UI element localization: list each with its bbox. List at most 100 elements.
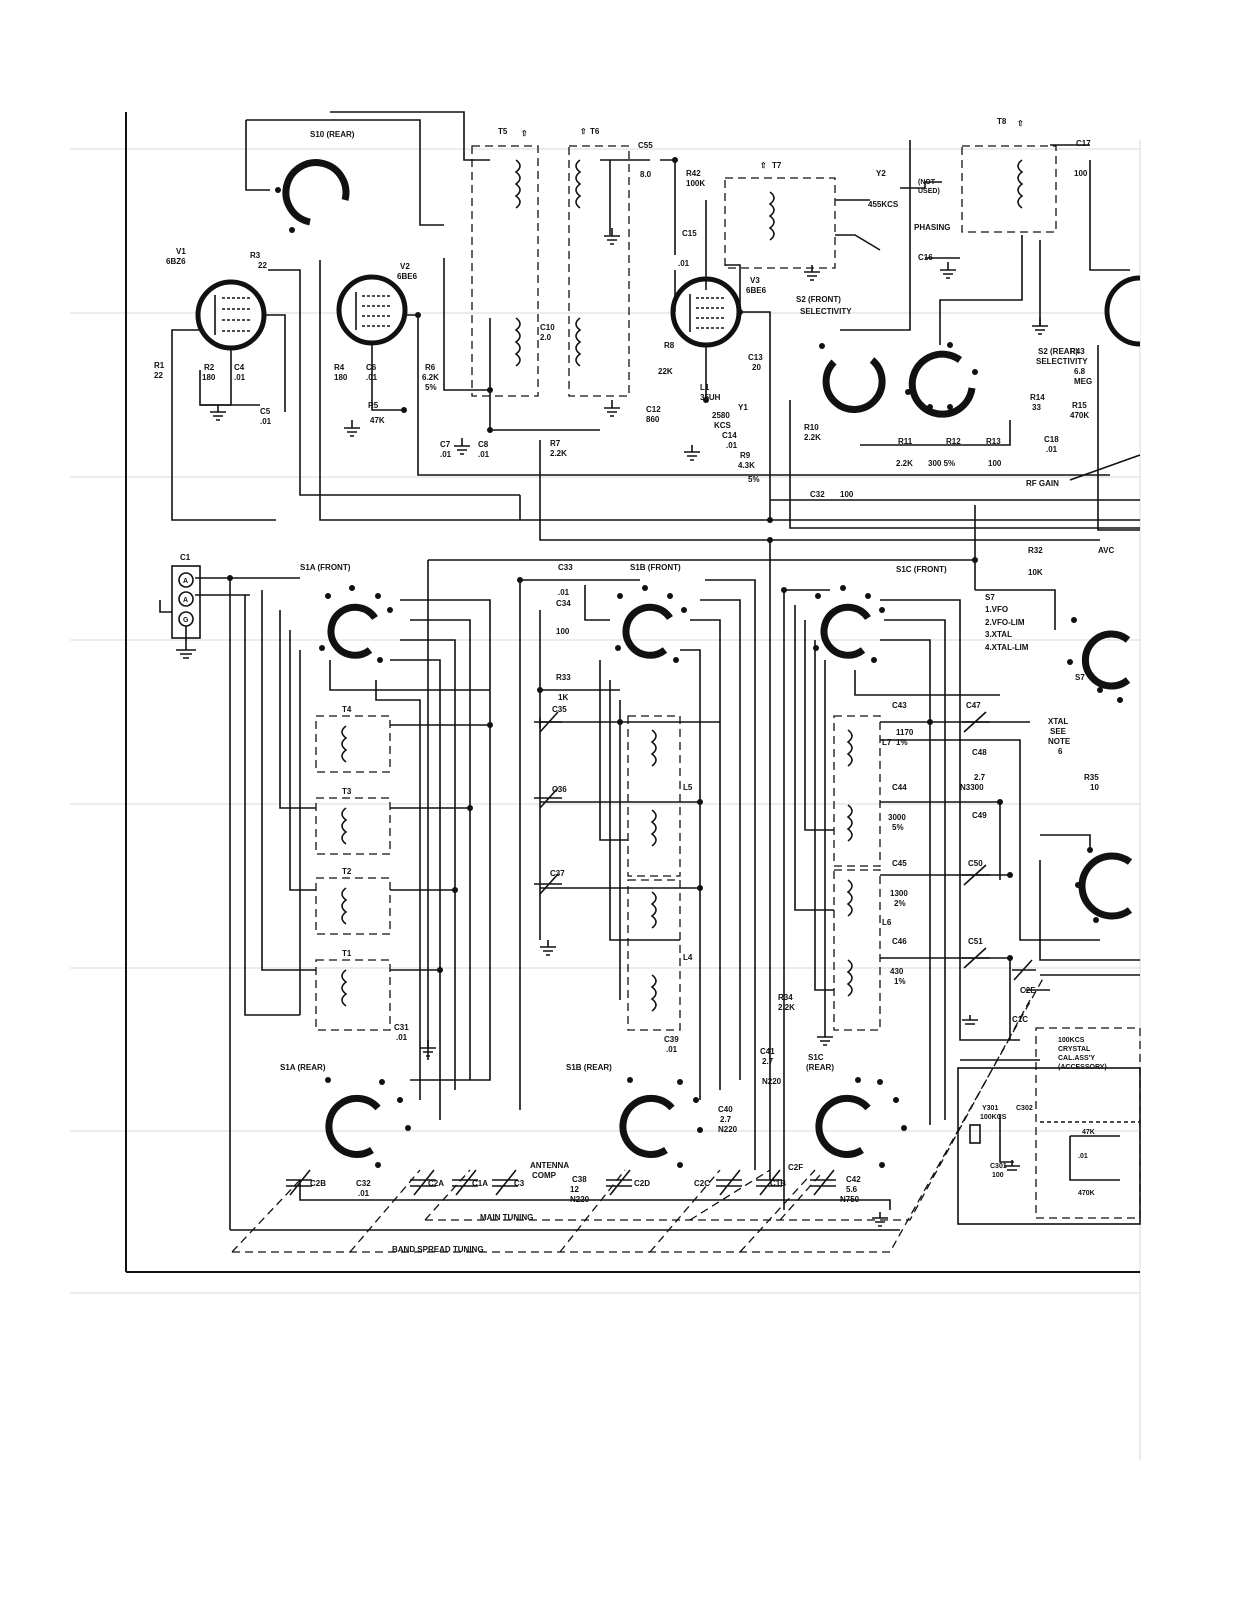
c10-val: 2.0: [540, 333, 552, 342]
c3-label: C3: [514, 1179, 525, 1188]
l7-label: L7: [882, 738, 892, 747]
y2-val: 455KCS: [868, 200, 899, 209]
t6-slug-icon: ⇧: [580, 127, 587, 136]
c15-ref: C15: [682, 229, 697, 238]
crystal-cal-assembly: 100KCS CRYSTAL CAL.ASS'Y (ACCESSORY) Y30…: [957, 1027, 1141, 1225]
r11-val: 2.2K: [896, 459, 913, 468]
r43-ref: R43: [1070, 347, 1085, 356]
r10-ref: R10: [804, 423, 819, 432]
coil-box-t1: T1: [315, 949, 391, 1031]
c2b-label: C2B: [310, 1179, 326, 1188]
c8-val: .01: [478, 450, 490, 459]
middle-wiring: [195, 540, 1140, 1231]
y1-ref: Y1: [738, 403, 748, 412]
c40-tc: N220: [718, 1125, 738, 1134]
r10-val: 2.2K: [804, 433, 821, 442]
c5-ref: C5: [260, 407, 271, 416]
c13-ref: C13: [748, 353, 763, 362]
c46-tol: 1%: [894, 977, 906, 986]
ant-a2-label: A: [183, 597, 188, 604]
c5-val: .01: [260, 417, 272, 426]
s1c-rear-label-1: S1C: [808, 1053, 824, 1062]
t7-slug-icon: ⇧: [760, 161, 767, 170]
coil-box-t3: T3: [315, 787, 391, 855]
switch-s7-rear-wafer: [1075, 847, 1133, 923]
c14-val: .01: [726, 441, 738, 450]
c1c-label: C1C: [1012, 1015, 1028, 1024]
c44-tol: 5%: [892, 823, 904, 832]
l1-val: 35UH: [700, 393, 721, 402]
c302-label: C302: [1016, 1105, 1033, 1112]
v3-ref: V3: [750, 276, 760, 285]
switch-s2-rear: S2 (REAR) SELECTIVITY: [905, 342, 1088, 418]
component-labels: R3 22 R1 22 R2 180 C4 .01 C5 .01 R4 180 …: [154, 139, 1115, 1254]
t5-slug-icon: ⇧: [521, 129, 528, 138]
transformer-t6-box: ⇧ T6: [568, 127, 630, 397]
r11-ref: R11: [898, 437, 913, 446]
tube-v3: V3 6BE6: [670, 276, 767, 348]
c55-val: 8.0: [640, 170, 652, 179]
c32a-val: 100: [840, 490, 854, 499]
s7-opt-2: 2.VFO-LIM: [985, 618, 1025, 627]
c41-ref: C41: [760, 1047, 775, 1056]
r15-ref: R15: [1072, 401, 1087, 410]
c48-val: 2.7: [974, 773, 986, 782]
coil-box-l6: L6: [833, 869, 892, 1031]
c40-val: 2.7: [720, 1115, 732, 1124]
t5-label: T5: [498, 127, 508, 136]
c48-tc: N3300: [960, 783, 984, 792]
r13-val: 100: [988, 459, 1002, 468]
phasing-label: PHASING: [914, 223, 950, 232]
c12-ref: C12: [646, 405, 661, 414]
cal-line-2: CRYSTAL: [1058, 1046, 1091, 1053]
c33-ref: C33: [558, 563, 573, 572]
t1-label: T1: [342, 949, 352, 958]
t8-slug-icon: ⇧: [1017, 119, 1024, 128]
y301-ref: Y301: [982, 1105, 998, 1112]
t4-label: T4: [342, 705, 352, 714]
coil-box-l5: L5: [627, 715, 693, 877]
c17-ref: C17: [1076, 139, 1091, 148]
r8-val: 22K: [658, 367, 673, 376]
y1-val: 2580: [712, 411, 730, 420]
c49-label: C49: [972, 811, 987, 820]
tube-v2: V2 6BE6: [336, 262, 418, 346]
c43-ref: C43: [892, 701, 907, 710]
v1-type: 6BZ6: [166, 257, 186, 266]
c12-val: 860: [646, 415, 660, 424]
transformer-t5-box: T5 ⇧: [471, 127, 539, 397]
c4-val: .01: [234, 373, 246, 382]
c45-tol: 2%: [894, 899, 906, 908]
xtal-4: 6: [1058, 747, 1063, 756]
r12-ref: R12: [946, 437, 961, 446]
s1b-rear-label: S1B (REAR): [566, 1063, 612, 1072]
c42-ref: C42: [846, 1175, 861, 1184]
xtal-3: NOTE: [1048, 737, 1071, 746]
r9-tol: 5%: [748, 475, 760, 484]
tube-v1: V1 6BZ6: [166, 247, 267, 351]
c38-tc: N220: [570, 1195, 590, 1204]
c13-val: 20: [752, 363, 761, 372]
c36-label: C36: [552, 785, 567, 794]
r32-ref: R32: [1028, 546, 1043, 555]
s7-label-2: S7: [1075, 673, 1085, 682]
top-wiring: [171, 111, 1141, 590]
ant-a-label: A: [183, 578, 188, 585]
t6-label: T6: [590, 127, 600, 136]
t7-label: T7: [772, 161, 782, 170]
r4-ref: R4: [334, 363, 345, 372]
s1b-front-label: S1B (FRONT): [630, 563, 681, 572]
ant-g-label: G: [183, 617, 189, 624]
switch-s1b-front: S1B (FRONT): [615, 563, 687, 663]
c301-val: 100: [992, 1172, 1004, 1179]
r3-ref: R3: [250, 251, 261, 260]
c4-ref: C4: [234, 363, 245, 372]
cal-line-4: (ACCESSORY): [1058, 1064, 1107, 1071]
s7-opt-1: 1.VFO: [985, 605, 1008, 614]
s1c-front-label: S1C (FRONT): [896, 565, 947, 574]
switch-s1b-rear: S1B (REAR): [566, 1063, 703, 1168]
t2-label: T2: [342, 867, 352, 876]
c7-ref: C7: [440, 440, 451, 449]
antenna-comp-2: COMP: [532, 1171, 557, 1180]
r5-ref: R5: [368, 401, 379, 410]
